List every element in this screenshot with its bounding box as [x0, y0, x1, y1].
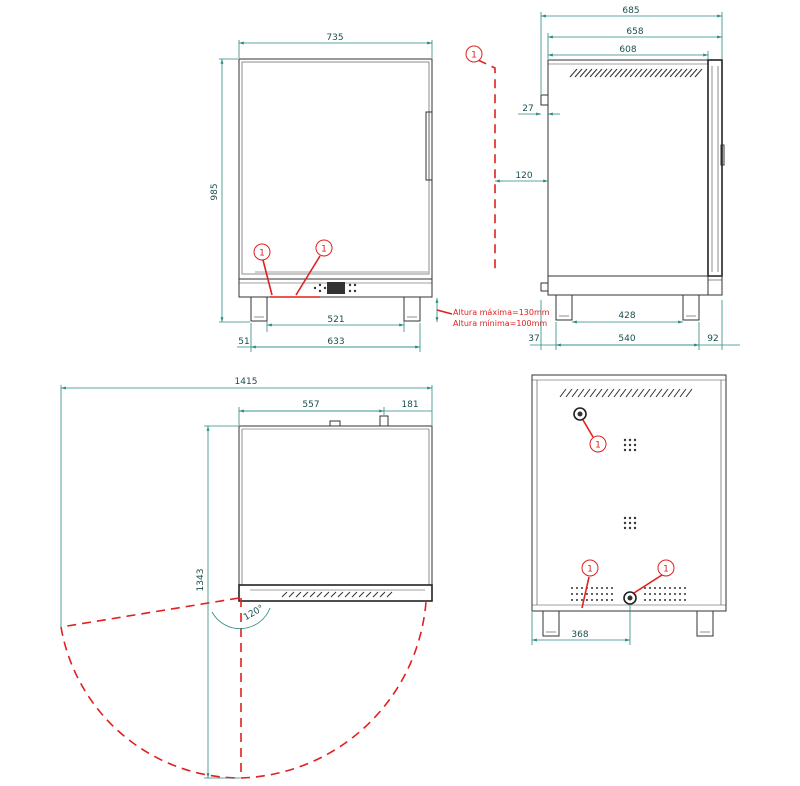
front-leg-left: [250, 296, 268, 322]
svg-text:1: 1: [471, 51, 477, 61]
front-leg-right: [403, 296, 421, 322]
dim-front-leg-offset: 51: [238, 337, 249, 347]
side-plinth: [547, 275, 723, 296]
back-view: 1 1 1 368: [531, 374, 727, 645]
back-cabinet-body: [531, 374, 727, 612]
dim-side-120: 120: [515, 171, 532, 181]
back-top-vent: [559, 388, 693, 398]
dim-front-inner: 521: [327, 315, 344, 325]
top-view: 120° 1415 557 181 1343: [60, 377, 433, 779]
top-rear-port: [329, 420, 341, 427]
callout-back-top: 1: [582, 419, 607, 453]
dim-side-540: 540: [618, 334, 635, 344]
side-view: 1: [465, 6, 740, 350]
svg-text:1: 1: [259, 249, 265, 259]
back-leg-left: [542, 610, 560, 637]
top-door-vents: [281, 591, 393, 598]
side-leg-left: [555, 294, 573, 321]
back-vent-bottom-left: [571, 587, 613, 601]
svg-text:1: 1: [663, 565, 669, 575]
dim-front-width: 735: [326, 33, 343, 43]
dim-top-swing: 1415: [235, 377, 258, 387]
side-door-profile: [707, 59, 723, 277]
dim-top-181: 181: [401, 400, 418, 410]
callout-back-bottom-right: 1: [633, 559, 675, 594]
dim-back-368: 368: [571, 630, 588, 640]
dim-top-depth: 1343: [196, 569, 206, 592]
dim-side-total: 685: [622, 6, 639, 16]
side-cabinet-body: [547, 59, 709, 296]
svg-text:1: 1: [587, 565, 593, 575]
callout-back-bottom-left: 1: [581, 559, 599, 609]
callout-front-right: 1: [295, 239, 333, 296]
dim-side-27: 27: [522, 104, 533, 114]
dim-front-height: 985: [210, 183, 220, 200]
front-door-panel: [241, 61, 430, 275]
side-rear-connector: [540, 94, 549, 106]
svg-text:1: 1: [321, 245, 327, 255]
back-top-connector: [573, 407, 587, 421]
door-swing-arc: [60, 597, 427, 779]
top-rear-outlet: [379, 415, 389, 427]
note-max-height: Altura máxima=130mm: [453, 308, 550, 317]
dim-top-557: 557: [302, 400, 319, 410]
top-door-strip: [238, 584, 433, 602]
dim-side-658: 658: [626, 27, 643, 37]
back-vent-grid-middle: [623, 516, 637, 530]
dim-side-428: 428: [618, 311, 635, 321]
side-vent-slots: [569, 68, 703, 78]
front-control-buttons: [313, 283, 357, 293]
callout-side: 1: [465, 45, 483, 63]
svg-text:1: 1: [595, 441, 601, 451]
dim-side-37: 37: [528, 334, 539, 344]
front-display: [327, 282, 345, 294]
note-min-height: Altura mínima=100mm: [453, 319, 547, 328]
dim-front-base: 633: [327, 337, 344, 347]
top-cabinet-body: [238, 425, 433, 586]
dim-side-608: 608: [619, 45, 636, 55]
callout-front-left: 1: [253, 243, 273, 296]
dim-side-92: 92: [707, 334, 718, 344]
front-view: 735 985 521 51 633 Altura máxima=130mm A…: [210, 33, 550, 352]
back-leg-right: [696, 610, 714, 637]
back-vent-bottom-right: [644, 587, 686, 601]
front-control-panel: [238, 278, 433, 298]
back-vent-grid-upper: [623, 438, 637, 452]
side-leg-right: [682, 294, 700, 321]
